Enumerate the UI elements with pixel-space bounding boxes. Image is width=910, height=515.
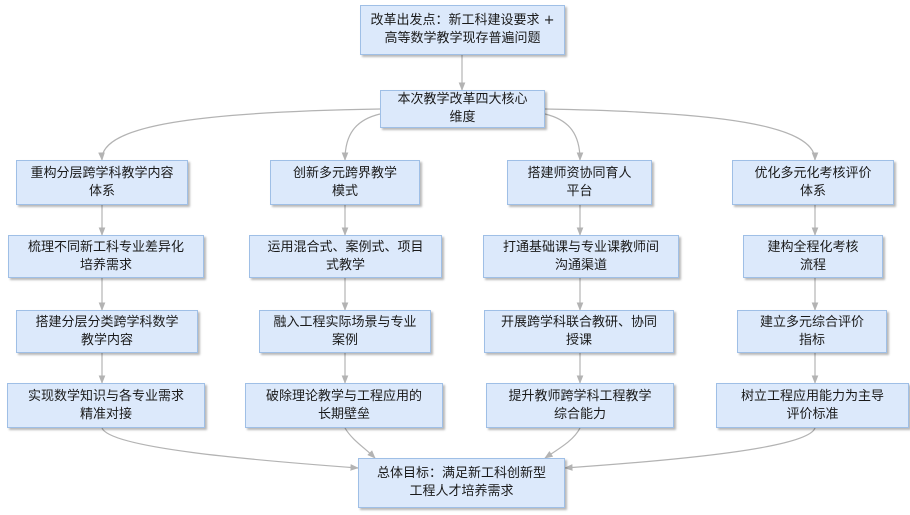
step-node-1-2: 搭建分层分类跨学科数学 教学内容 [16, 310, 198, 353]
edge-core-to-col3 [544, 113, 584, 161]
step-node-1-1: 梳理不同新工科专业差异化 培养需求 [8, 235, 204, 278]
step-label-4-2: 建立多元综合评价 指标 [759, 314, 864, 348]
dimension-label-3: 搭建师资协同育人 平台 [527, 165, 632, 199]
step-label-1-1: 梳理不同新工科专业差异化 培养需求 [27, 239, 184, 273]
dimension-label-2: 创新多元跨界教学 模式 [292, 165, 397, 199]
dimension-node-1: 重构分层跨学科教学内容 体系 [16, 160, 188, 205]
step-label-2-1: 运用混合式、案例式、项目 式教学 [267, 239, 424, 273]
edge-core-to-col1 [98, 108, 381, 161]
edge-core-to-col4 [544, 108, 819, 161]
dimension-label-1: 重构分层跨学科教学内容 体系 [30, 165, 174, 199]
step-label-1-3: 实现数学知识与各专业需求 精准对接 [27, 388, 184, 422]
edge-col1-to-goal [101, 427, 359, 471]
step-node-3-3: 提升教师跨学科工程教学 综合能力 [486, 383, 674, 428]
core-node-label: 本次教学改革四大核心 维度 [397, 92, 528, 125]
step-node-1-3: 实现数学知识与各专业需求 精准对接 [7, 383, 205, 428]
dimension-node-2: 创新多元跨界教学 模式 [270, 160, 420, 205]
step-node-2-1: 运用混合式、案例式、项目 式教学 [249, 235, 442, 278]
step-label-4-3: 树立工程应用能力为主导 评价标准 [740, 388, 884, 422]
dimension-label-4: 优化多元化考核评价 体系 [754, 165, 872, 199]
edge-core-to-col2 [341, 113, 381, 161]
step-label-3-1: 打通基础课与专业课教师间 沟通渠道 [502, 239, 659, 273]
edge-col4-to-goal [564, 427, 816, 471]
edge-col3-to-goal [544, 427, 581, 459]
step-label-3-2: 开展跨学科联合教研、协同 授课 [500, 314, 657, 348]
start-node: 改革出发点：新工科建设要求 + 高等数学教学现存普遍问题 [360, 5, 565, 55]
step-label-3-3: 提升教师跨学科工程教学 综合能力 [508, 388, 652, 422]
step-label-1-2: 搭建分层分类跨学科数学 教学内容 [35, 314, 179, 348]
step-node-2-2: 融入工程实际场景与专业 案例 [259, 310, 431, 353]
start-node-label: 改革出发点：新工科建设要求 + 高等数学教学现存普遍问题 [370, 13, 555, 46]
step-node-3-1: 打通基础课与专业课教师间 沟通渠道 [483, 235, 679, 278]
edge-col2-to-goal [344, 427, 376, 459]
step-node-2-3: 破除理论教学与工程应用的 长期壁垒 [245, 383, 443, 428]
step-label-2-3: 破除理论教学与工程应用的 长期壁垒 [265, 388, 422, 422]
step-node-4-3: 树立工程应用能力为主导 评价标准 [716, 383, 909, 428]
dimension-node-4: 优化多元化考核评价 体系 [732, 160, 894, 205]
step-node-4-2: 建立多元综合评价 指标 [737, 310, 887, 353]
goal-node-label: 总体目标：满足新工科创新型 工程人才培养需求 [376, 466, 546, 499]
step-label-4-1: 建构全程化考核 流程 [767, 239, 859, 273]
dimension-node-3: 搭建师资协同育人 平台 [507, 160, 652, 205]
step-node-4-1: 建构全程化考核 流程 [743, 235, 883, 278]
core-node: 本次教学改革四大核心 维度 [380, 90, 545, 128]
step-node-3-2: 开展跨学科联合教研、协同 授课 [484, 310, 674, 353]
goal-node: 总体目标：满足新工科创新型 工程人才培养需求 [358, 458, 565, 508]
step-label-2-2: 融入工程实际场景与专业 案例 [273, 314, 417, 348]
